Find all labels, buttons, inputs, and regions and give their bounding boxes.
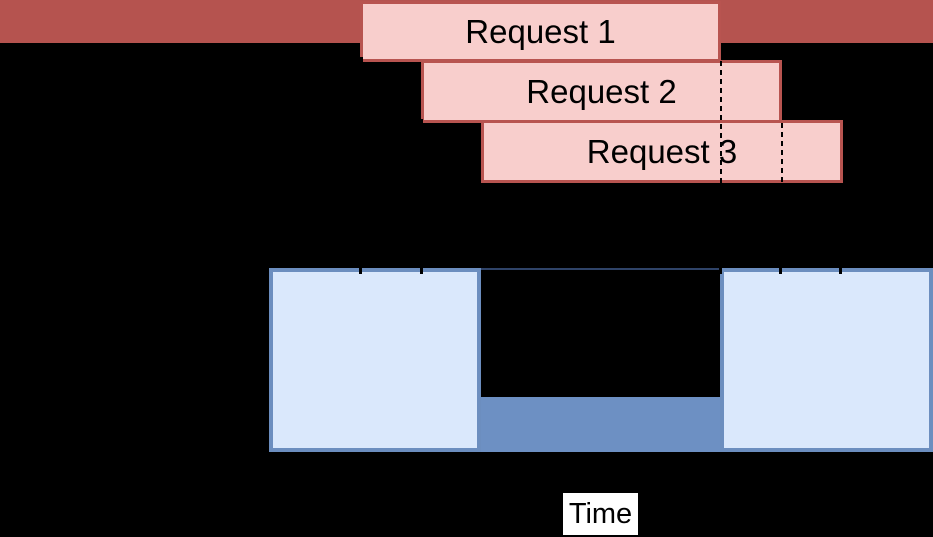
request-2-box: Request 2 xyxy=(421,60,782,123)
time-axis-connector-line xyxy=(481,268,720,270)
boundary-tick xyxy=(779,267,782,274)
request-3-label: Request 3 xyxy=(586,132,738,170)
utilization-bar xyxy=(481,397,720,452)
timeline-box-right xyxy=(720,268,933,452)
request-3-box: Request 3 xyxy=(481,120,843,183)
boundary-tick xyxy=(359,267,362,274)
request-1-label: Request 1 xyxy=(465,12,616,50)
boundary-tick xyxy=(360,57,363,67)
time-axis-label: Time xyxy=(568,497,633,530)
timeline-box-left xyxy=(269,268,481,452)
boundary-tick xyxy=(719,267,722,274)
request-2-end-dashed-line xyxy=(781,123,783,183)
boundary-tick xyxy=(420,119,423,128)
request-2-label: Request 2 xyxy=(526,72,677,110)
request-1-box: Request 1 xyxy=(360,1,721,62)
request-1-end-dashed-line xyxy=(720,61,722,183)
boundary-tick xyxy=(420,267,423,274)
time-axis-label-box: Time xyxy=(563,493,638,535)
boundary-tick xyxy=(839,267,842,274)
